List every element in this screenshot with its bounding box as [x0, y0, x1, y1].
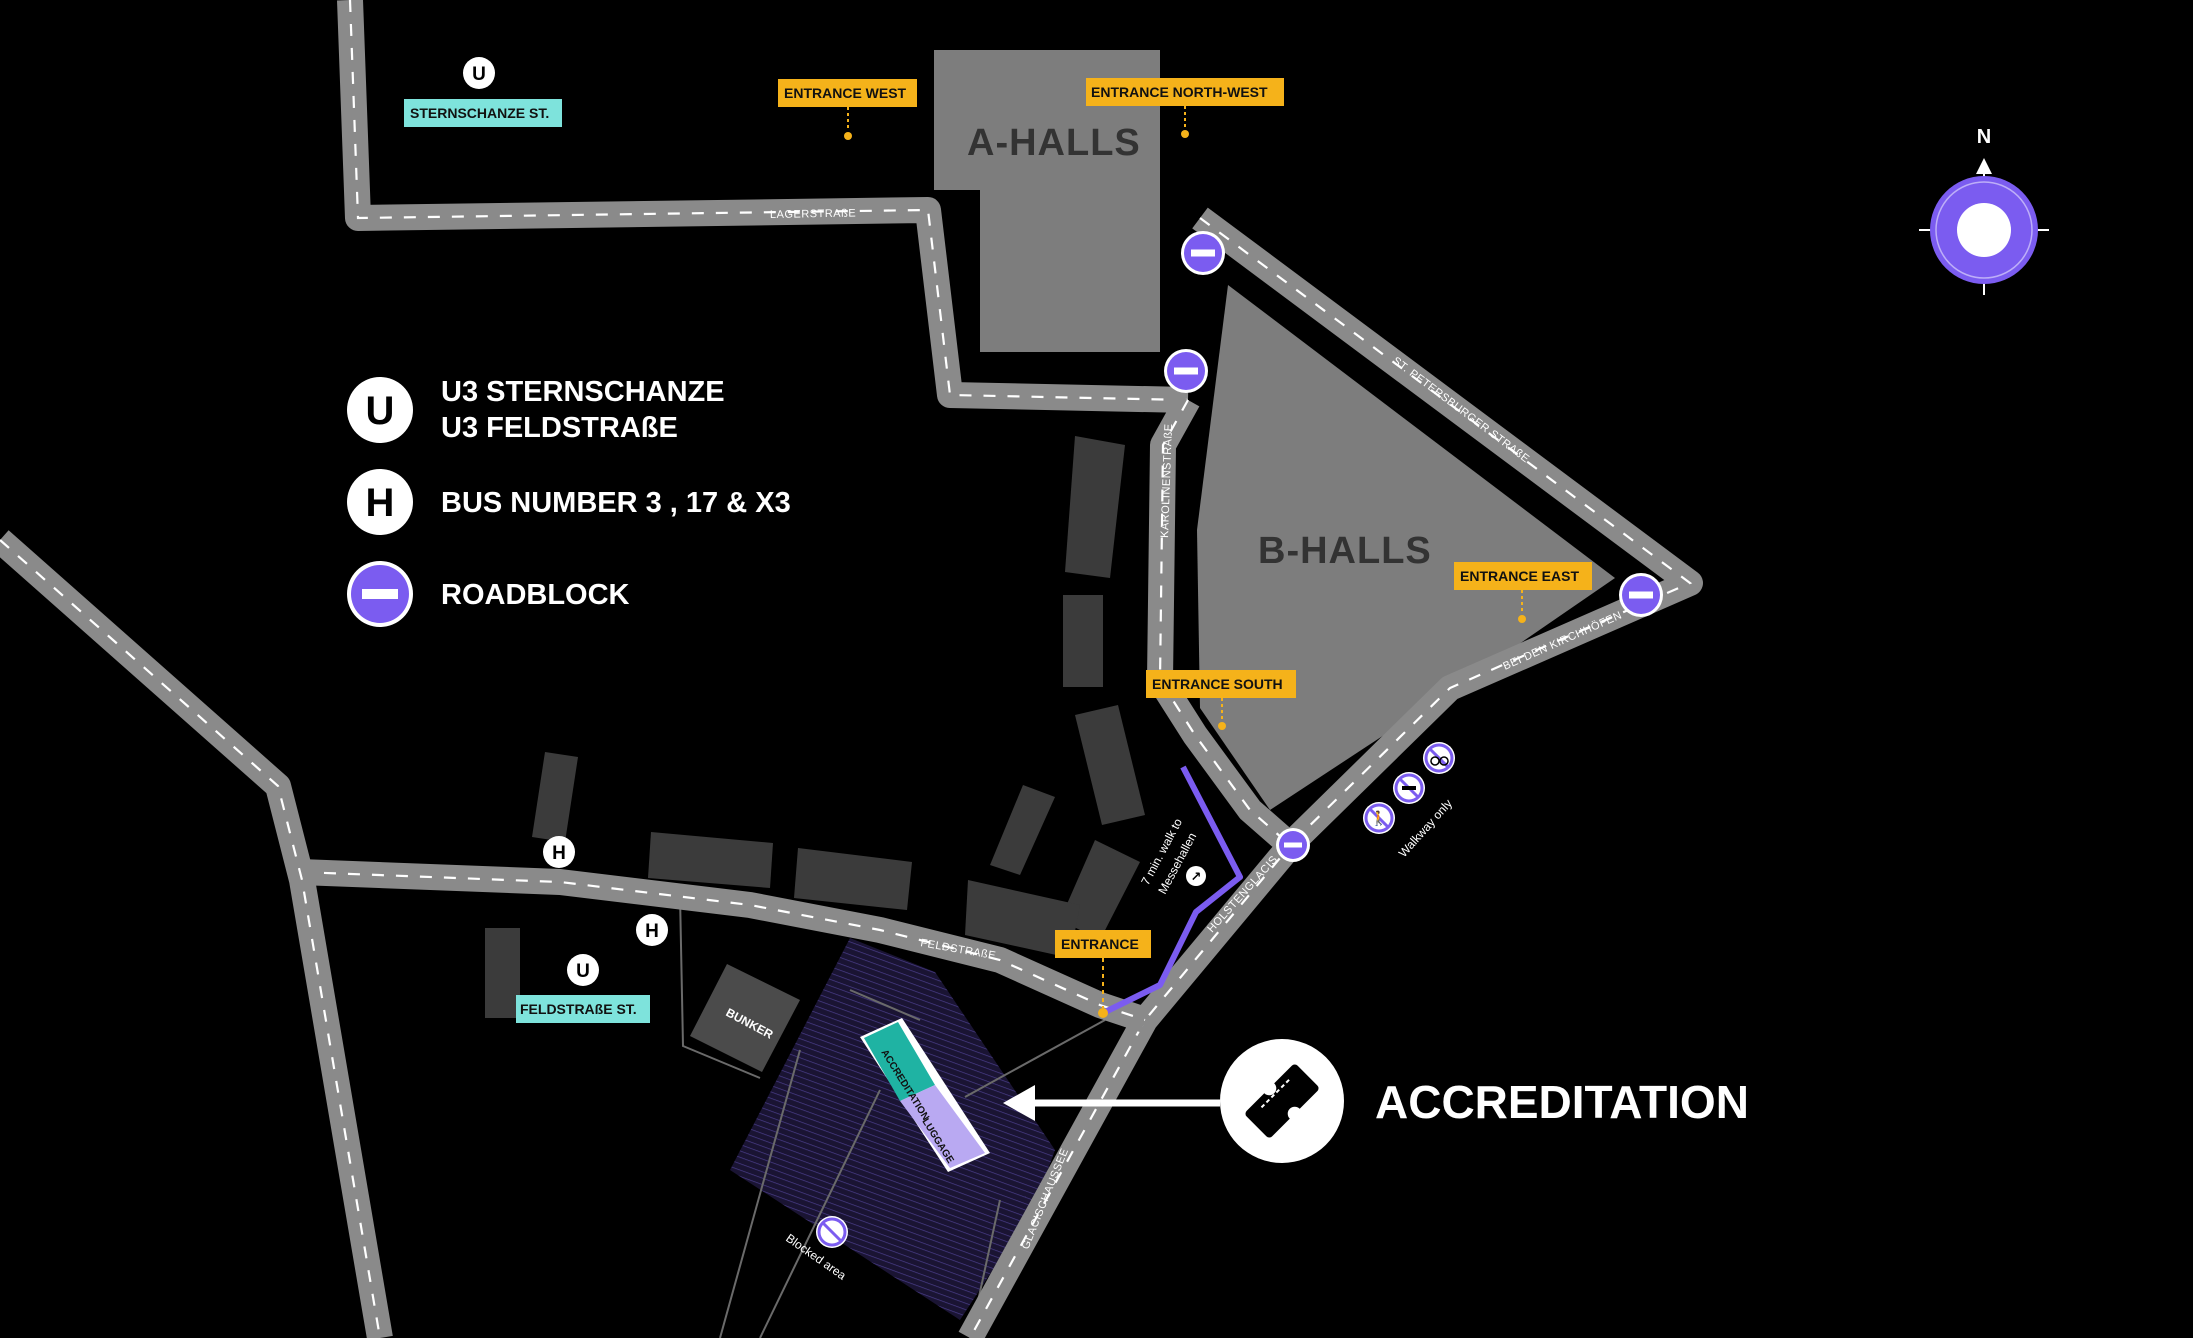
entrances: ENTRANCE WEST ENTRANCE NORTH-WEST ENTRAN…	[778, 78, 1592, 1018]
roadblock-icon	[1181, 231, 1225, 275]
svg-text:FELDSTRAßE ST.: FELDSTRAßE ST.	[520, 1001, 637, 1017]
legend-roadblock: ROADBLOCK	[441, 579, 630, 611]
no-skate-icon	[1393, 772, 1425, 804]
building	[485, 928, 520, 1018]
blocked-area-zone	[730, 938, 1055, 1320]
entrance-north-west: ENTRANCE NORTH-WEST	[1086, 78, 1284, 138]
svg-text:ENTRANCE EAST: ENTRANCE EAST	[1460, 568, 1579, 584]
bus-stop-icon: H	[543, 836, 575, 868]
buildings	[485, 436, 1145, 1072]
accreditation-callout: ACCREDITATION	[1003, 1039, 1749, 1163]
a-halls	[934, 50, 1160, 352]
building	[532, 752, 578, 842]
ubahn-icon	[347, 377, 413, 443]
roadblock-icon	[1164, 349, 1208, 393]
entrance-west: ENTRANCE WEST	[778, 79, 917, 140]
svg-text:ENTRANCE SOUTH: ENTRANCE SOUTH	[1152, 676, 1283, 692]
no-walk-icon: 🚶	[1363, 802, 1395, 834]
compass-icon: N	[1919, 126, 2049, 295]
roadblocks	[1164, 231, 1663, 862]
transit-markers: U U H H	[463, 57, 668, 986]
station-feldstrasse: FELDSTRAßE ST.	[516, 995, 650, 1023]
svg-text:STERNSCHANZE ST.: STERNSCHANZE ST.	[410, 105, 549, 121]
building	[1065, 436, 1125, 578]
svg-text:U: U	[576, 961, 590, 982]
arrow-icon	[1003, 1085, 1035, 1121]
roads	[0, 0, 1703, 1338]
accreditation-booth: ACCREDITATION LUGGAGE	[860, 1018, 990, 1172]
svg-text:ENTRANCE WEST: ENTRANCE WEST	[784, 85, 907, 101]
street-karolinenstrasse: KAROLINENSTRAßE	[1159, 423, 1175, 538]
entrance-east: ENTRANCE EAST	[1454, 562, 1592, 623]
footpaths	[679, 894, 1106, 1338]
svg-text:ENTRANCE: ENTRANCE	[1061, 936, 1139, 952]
bus-stop-icon	[347, 469, 413, 535]
ubahn-symbol: U	[366, 389, 395, 433]
ubahn-icon: U	[463, 57, 495, 89]
station-sternschanze: STERNSCHANZE ST.	[404, 99, 562, 127]
building	[1063, 595, 1103, 687]
no-bike-icon	[1423, 742, 1455, 774]
building	[990, 785, 1055, 875]
building	[648, 832, 773, 888]
roadblock-icon	[1276, 828, 1310, 862]
street-lagerstrasse: LAGERSTRAßE	[770, 207, 856, 221]
svg-text:🚶: 🚶	[1370, 810, 1387, 827]
accreditation-label: ACCREDITATION	[1375, 1076, 1749, 1128]
roadblock-icon	[1619, 573, 1663, 617]
legend-bus: BUS NUMBER 3 , 17 & X3	[441, 487, 791, 519]
b-halls-label: B-HALLS	[1258, 530, 1432, 572]
svg-text:ENTRANCE NORTH-WEST: ENTRANCE NORTH-WEST	[1091, 84, 1268, 100]
no-walk-icon	[816, 1216, 848, 1248]
walkway-only-label: Walkway only	[1396, 796, 1455, 860]
svg-text:H: H	[552, 843, 566, 864]
b-halls	[1197, 285, 1615, 810]
building	[794, 848, 912, 910]
svg-text:U: U	[472, 64, 486, 85]
legend: U U3 STERNSCHANZE U3 FELDSTRAßE H BUS NU…	[347, 376, 791, 627]
walk-note: 7 min. walk to Messehallen ↗	[1138, 816, 1206, 896]
bunker-building	[690, 964, 800, 1072]
walking-route	[1101, 765, 1243, 1016]
compass-north: N	[1977, 126, 1991, 148]
svg-text:↗: ↗	[1191, 870, 1202, 885]
legend-ubahn-line2: U3 FELDSTRAßE	[441, 412, 678, 444]
ubahn-icon: U	[567, 954, 599, 986]
building	[1075, 705, 1145, 825]
entrance-south: ENTRANCE SOUTH	[1146, 670, 1296, 730]
legend-ubahn-line1: U3 STERNSCHANZE	[441, 376, 725, 408]
svg-text:H: H	[645, 921, 659, 942]
building	[965, 880, 1080, 958]
bus-stop-icon: H	[636, 914, 668, 946]
building	[1060, 840, 1140, 940]
pedestrian-arrow-icon	[1186, 866, 1206, 886]
a-halls-label: A-HALLS	[967, 122, 1141, 164]
entrance-main: ENTRANCE	[1055, 930, 1151, 1018]
bus-symbol: H	[366, 481, 395, 525]
